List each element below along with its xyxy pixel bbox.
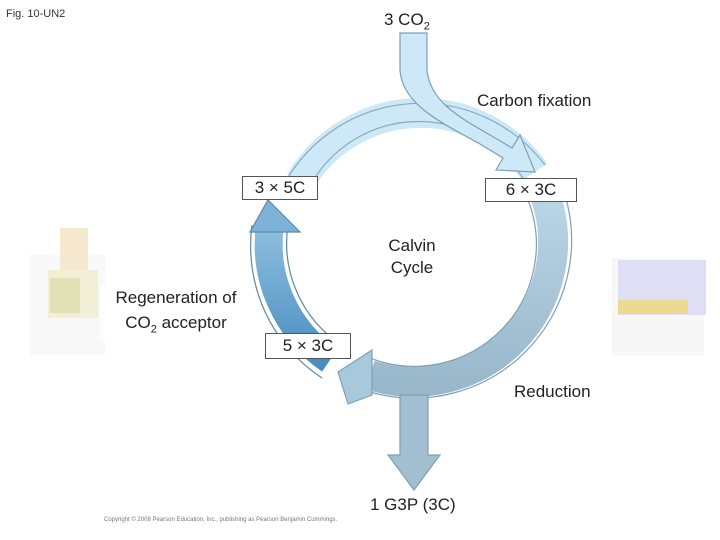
center-line-2: Cycle — [390, 258, 434, 277]
right-decor-image — [612, 258, 706, 356]
g3p-output-label: 1 G3P (3C) — [370, 495, 456, 514]
rubp-box: 3 × 5C — [242, 176, 318, 200]
g3p-output-arrow — [386, 394, 442, 492]
calvin-cycle-center-label: Calvin Cycle — [372, 235, 452, 279]
regeneration-label: Regeneration of CO2 acceptor — [100, 285, 252, 343]
co2-input-label: 3 CO2 — [384, 10, 430, 33]
pga-box: 6 × 3C — [485, 178, 577, 202]
regeneration-line-2: CO2 acceptor — [125, 313, 227, 336]
carbon-fixation-arc — [287, 97, 548, 190]
recycle-arrow-head — [337, 348, 373, 405]
left-decor-image — [30, 228, 105, 355]
figure-label: Fig. 10-UN2 — [6, 8, 66, 20]
regeneration-line-1: Regeneration of — [115, 288, 237, 307]
carbon-fixation-label: Carbon fixation — [477, 91, 592, 110]
g3p-recycled-box: 5 × 3C — [265, 333, 351, 359]
co2-input-arrow — [399, 32, 536, 173]
reduction-label: Reduction — [514, 382, 591, 401]
center-line-1: Calvin — [388, 236, 436, 255]
regeneration-arrow-head — [248, 199, 302, 233]
copyright-notice: Copyright © 2008 Pearson Education, Inc.… — [104, 517, 338, 523]
reduction-arc — [365, 190, 569, 397]
